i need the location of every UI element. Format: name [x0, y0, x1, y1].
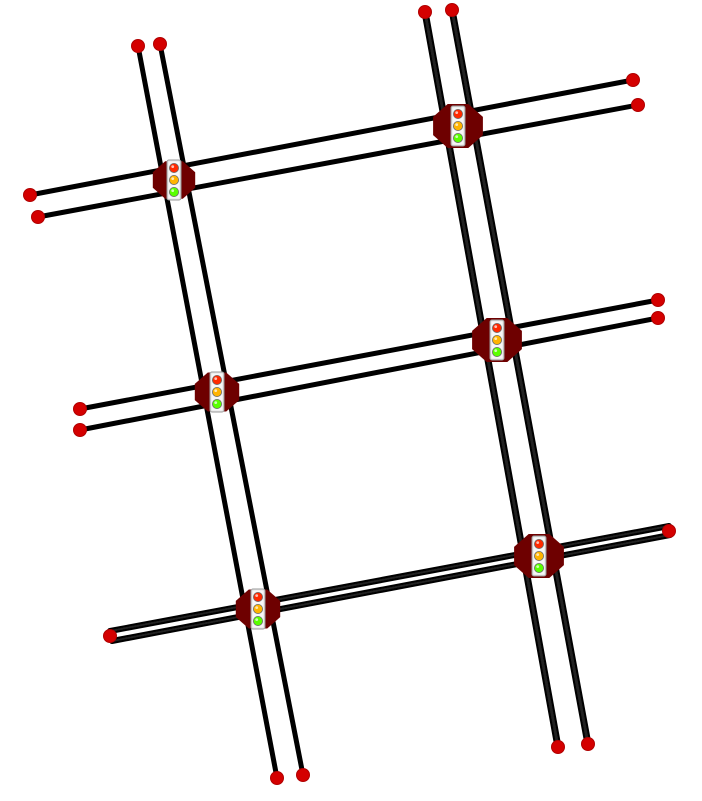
red-lamp-icon-highlight [255, 594, 259, 597]
red-lamp-icon [168, 162, 179, 173]
red-lamp-icon [534, 539, 545, 550]
traffic-lights-layer [166, 105, 547, 630]
endpoints-layer [23, 3, 676, 785]
traffic-light-icon[interactable] [166, 159, 182, 201]
yellow-lamp-icon-highlight [494, 337, 498, 340]
green-lamp-icon [168, 186, 179, 197]
yellow-lamp-icon [452, 121, 463, 132]
endpoint-dot-icon[interactable] [418, 5, 432, 19]
endpoint-dot-icon[interactable] [23, 188, 37, 202]
yellow-lamp-icon-highlight [536, 553, 540, 556]
endpoint-dot-icon[interactable] [662, 524, 676, 538]
red-lamp-icon [491, 322, 502, 333]
green-lamp-icon [534, 563, 545, 574]
endpoint-dot-icon[interactable] [73, 402, 87, 416]
yellow-lamp-icon [211, 386, 222, 397]
green-lamp-icon-highlight [171, 189, 175, 193]
endpoint-dot-icon[interactable] [651, 311, 665, 325]
endpoint-dot-icon[interactable] [153, 37, 167, 51]
yellow-lamp-icon-highlight [171, 177, 175, 181]
endpoint-dot-icon[interactable] [131, 39, 145, 53]
green-lamp-icon [452, 132, 463, 143]
red-lamp-icon-highlight [214, 377, 218, 380]
lane-h-bottom-a-texture [109, 525, 670, 632]
yellow-lamp-icon-highlight [255, 606, 259, 609]
yellow-lamp-icon [252, 604, 263, 615]
lane-v-left-a [135, 43, 280, 781]
green-lamp-icon [252, 616, 263, 627]
traffic-light-icon[interactable] [489, 319, 505, 361]
lane-h-middle-a [77, 297, 661, 412]
red-lamp-icon-highlight [455, 111, 459, 114]
red-lamp-icon-highlight [494, 325, 498, 328]
green-lamp-icon-highlight [536, 565, 540, 568]
yellow-lamp-icon [168, 174, 179, 185]
lane-h-middle-b [77, 315, 661, 433]
traffic-light-icon[interactable] [450, 105, 466, 147]
roads-layer [27, 6, 673, 781]
yellow-lamp-icon [491, 334, 502, 345]
endpoint-dot-icon[interactable] [551, 740, 565, 754]
endpoint-dot-icon[interactable] [31, 210, 45, 224]
green-lamp-icon-highlight [214, 401, 218, 404]
endpoint-dot-icon[interactable] [626, 73, 640, 87]
yellow-lamp-icon-highlight [455, 123, 459, 126]
endpoint-dot-icon[interactable] [73, 423, 87, 437]
endpoint-dot-icon[interactable] [103, 629, 117, 643]
traffic-light-icon[interactable] [250, 588, 266, 630]
yellow-lamp-icon-highlight [214, 389, 218, 392]
lane-h-top-b [35, 102, 641, 220]
green-lamp-icon-highlight [494, 349, 498, 352]
red-lamp-icon-highlight [536, 541, 540, 544]
red-lamp-icon [211, 374, 222, 385]
green-lamp-icon-highlight [455, 135, 459, 139]
yellow-lamp-icon [534, 551, 545, 562]
green-lamp-icon-highlight [255, 618, 259, 621]
traffic-light-icon[interactable] [209, 371, 225, 413]
endpoint-dot-icon[interactable] [651, 293, 665, 307]
red-lamp-icon [452, 109, 463, 120]
green-lamp-icon [491, 346, 502, 357]
green-lamp-icon [211, 398, 222, 409]
lane-h-bottom-b-texture [111, 534, 671, 642]
endpoint-dot-icon[interactable] [631, 98, 645, 112]
endpoint-dot-icon[interactable] [445, 3, 459, 17]
lane-h-top-a [27, 77, 636, 198]
red-lamp-icon [252, 592, 263, 603]
endpoint-dot-icon[interactable] [581, 737, 595, 751]
endpoint-dot-icon[interactable] [296, 768, 310, 782]
red-lamp-icon-highlight [171, 165, 175, 169]
endpoint-dot-icon[interactable] [270, 771, 284, 785]
traffic-light-icon[interactable] [531, 535, 547, 577]
